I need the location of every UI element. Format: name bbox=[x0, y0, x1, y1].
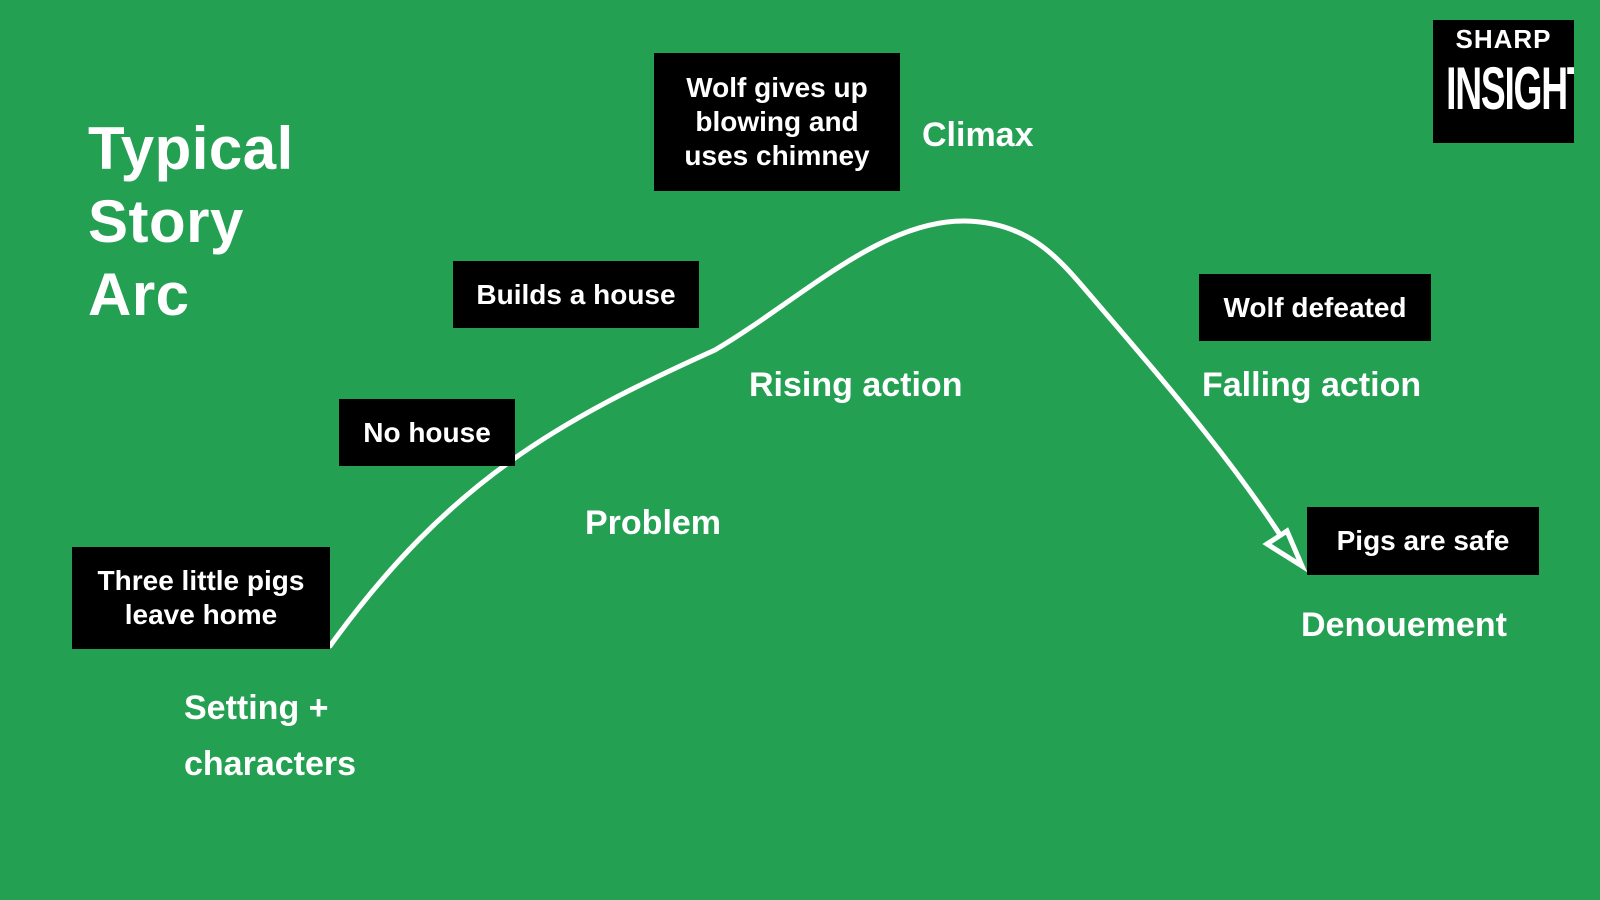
event-falling-text: Wolf defeated bbox=[1223, 291, 1407, 323]
event-climax-line-1: Wolf gives up bbox=[686, 72, 868, 103]
stage-label-falling: Falling action bbox=[1202, 366, 1422, 404]
event-box-rising: Builds a house bbox=[453, 261, 699, 328]
stage-label-problem: Problem bbox=[585, 504, 722, 542]
title-line-3: Arc bbox=[88, 261, 190, 328]
event-setting-line-2: leave home bbox=[124, 599, 278, 630]
event-box-denouement: Pigs are safe bbox=[1307, 507, 1539, 575]
sharp-insight-logo: SHARP INSIGHT! bbox=[1433, 20, 1574, 143]
event-box-problem: No house bbox=[339, 399, 515, 466]
arc-line bbox=[327, 218, 1298, 649]
title-line-1: Typical bbox=[88, 115, 294, 182]
event-box-falling: Wolf defeated bbox=[1199, 274, 1431, 341]
event-denouement-text: Pigs are safe bbox=[1336, 525, 1510, 556]
logo-top-text: SHARP bbox=[1455, 24, 1552, 54]
stage-label-setting: Setting + characters bbox=[184, 680, 356, 792]
stage-setting-line-2: characters bbox=[184, 745, 357, 783]
event-problem-text: No house bbox=[363, 416, 491, 448]
slide-title: Typical Story Arc bbox=[88, 112, 294, 331]
logo-bottom-text: INSIGHT! bbox=[1446, 55, 1574, 122]
event-rising-text: Builds a house bbox=[476, 278, 676, 310]
stage-label-climax: Climax bbox=[922, 116, 1034, 154]
event-climax-line-2: blowing and bbox=[695, 106, 859, 137]
title-line-2: Story bbox=[88, 188, 244, 255]
event-setting-line-1: Three little pigs bbox=[97, 565, 305, 596]
event-box-setting: Three little pigs leave home bbox=[72, 547, 330, 649]
arrow-head-icon bbox=[1262, 527, 1308, 573]
stage-label-rising: Rising action bbox=[749, 366, 963, 404]
stage-label-denouement: Denouement bbox=[1301, 606, 1507, 644]
event-climax-line-3: uses chimney bbox=[684, 140, 870, 171]
event-box-climax: Wolf gives up blowing and uses chimney bbox=[654, 53, 900, 191]
stage-setting-line-1: Setting + bbox=[184, 689, 329, 727]
